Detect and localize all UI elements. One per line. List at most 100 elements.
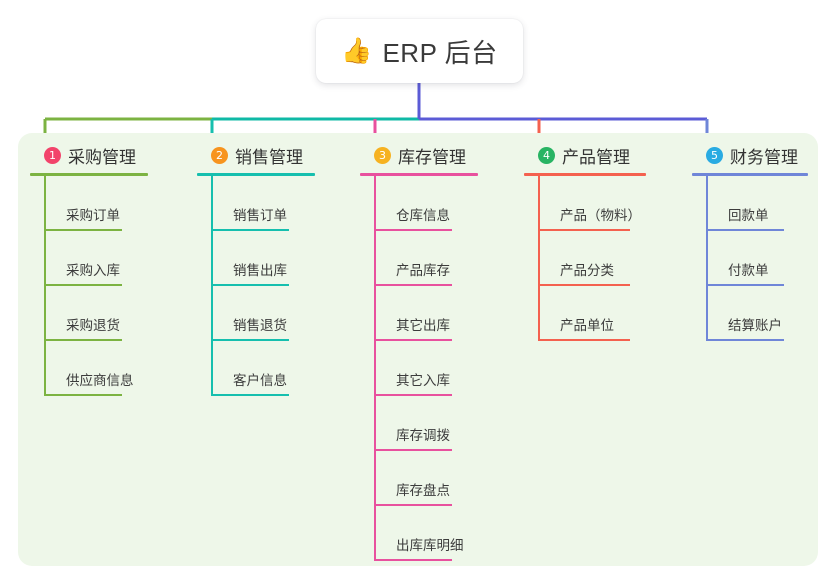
leaf-rule [211, 394, 289, 396]
leaf-spine-1 [44, 176, 46, 396]
leaf-rule [374, 504, 452, 506]
leaf-item[interactable]: 采购退货 [30, 286, 180, 341]
column-title-2: 销售管理 [235, 147, 303, 167]
leaf-label: 产品（物料） [560, 208, 641, 223]
leaf-item[interactable]: 其它入库 [360, 341, 510, 396]
leaf-rule [374, 284, 452, 286]
leaf-item[interactable]: 库存调拨 [360, 396, 510, 451]
leaf-rule [374, 449, 452, 451]
leaf-rule [44, 394, 122, 396]
leaf-label: 产品分类 [560, 263, 614, 278]
column-header-4[interactable]: 4 产品管理 [524, 142, 684, 168]
leaf-rule [374, 339, 452, 341]
leaf-rule [44, 339, 122, 341]
leaf-label: 库存盘点 [396, 483, 450, 498]
column-title-3: 库存管理 [398, 147, 466, 167]
leaf-label: 供应商信息 [66, 373, 134, 388]
column-rule-4 [524, 173, 646, 176]
thumbs-up-icon: 👍 [341, 36, 373, 65]
leaf-list-3: 仓库信息产品库存其它出库其它入库库存调拨库存盘点出库库明细 [360, 176, 510, 561]
leaf-label: 销售订单 [233, 208, 287, 223]
column-3: 3 库存管理仓库信息产品库存其它出库其它入库库存调拨库存盘点出库库明细 [360, 142, 510, 561]
column-title-4: 产品管理 [562, 147, 630, 167]
leaf-label: 产品单位 [560, 318, 614, 333]
leaf-rule [538, 339, 630, 341]
leaf-rule [374, 394, 452, 396]
leaf-label: 客户信息 [233, 373, 287, 388]
leaf-label: 出库库明细 [396, 538, 464, 553]
column-5: 5 财务管理回款单付款单结算账户 [692, 142, 822, 341]
leaf-item[interactable]: 采购订单 [30, 176, 180, 231]
leaf-item[interactable]: 付款单 [692, 231, 822, 286]
leaf-rule [211, 284, 289, 286]
leaf-item[interactable]: 销售订单 [197, 176, 347, 231]
leaf-label: 仓库信息 [396, 208, 450, 223]
leaf-spine-2 [211, 176, 213, 396]
leaf-list-5: 回款单付款单结算账户 [692, 176, 822, 341]
column-badge-3: 3 [374, 146, 391, 164]
leaf-label: 销售出库 [233, 263, 287, 278]
leaf-item[interactable]: 仓库信息 [360, 176, 510, 231]
column-rule-1 [30, 173, 148, 176]
leaf-item[interactable]: 结算账户 [692, 286, 822, 341]
leaf-item[interactable]: 库存盘点 [360, 451, 510, 506]
leaf-label: 其它出库 [396, 318, 450, 333]
leaf-item[interactable]: 回款单 [692, 176, 822, 231]
leaf-label: 库存调拨 [396, 428, 450, 443]
leaf-item[interactable]: 销售退货 [197, 286, 347, 341]
leaf-label: 采购退货 [66, 318, 120, 333]
leaf-label: 采购入库 [66, 263, 120, 278]
leaf-item[interactable]: 产品（物料） [524, 176, 684, 231]
column-header-3[interactable]: 3 库存管理 [360, 142, 510, 168]
root-node[interactable]: 👍 ERP 后台 [316, 19, 523, 83]
leaf-item[interactable]: 采购入库 [30, 231, 180, 286]
leaf-item[interactable]: 产品分类 [524, 231, 684, 286]
column-header-1[interactable]: 1 采购管理 [30, 142, 180, 168]
diagram-panel [18, 133, 818, 566]
leaf-rule [44, 229, 122, 231]
leaf-label: 结算账户 [728, 318, 782, 333]
leaf-label: 销售退货 [233, 318, 287, 333]
root-title: ERP 后台 [382, 37, 498, 68]
leaf-item[interactable]: 供应商信息 [30, 341, 180, 396]
leaf-item[interactable]: 产品单位 [524, 286, 684, 341]
leaf-list-1: 采购订单采购入库采购退货供应商信息 [30, 176, 180, 396]
column-rule-2 [197, 173, 315, 176]
leaf-rule [706, 229, 784, 231]
leaf-spine-4 [538, 176, 540, 341]
column-2: 2 销售管理销售订单销售出库销售退货客户信息 [197, 142, 347, 396]
leaf-label: 回款单 [728, 208, 769, 223]
column-1: 1 采购管理采购订单采购入库采购退货供应商信息 [30, 142, 180, 396]
column-badge-2: 2 [211, 146, 228, 164]
column-header-5[interactable]: 5 财务管理 [692, 142, 822, 168]
leaf-item[interactable]: 客户信息 [197, 341, 347, 396]
leaf-rule [706, 339, 784, 341]
leaf-spine-5 [706, 176, 708, 341]
leaf-rule [538, 284, 630, 286]
column-badge-5: 5 [706, 146, 723, 164]
column-rule-3 [360, 173, 478, 176]
leaf-item[interactable]: 销售出库 [197, 231, 347, 286]
column-title-5: 财务管理 [730, 147, 798, 167]
leaf-item[interactable]: 出库库明细 [360, 506, 510, 561]
column-4: 4 产品管理产品（物料） 产品分类产品单位 [524, 142, 684, 341]
leaf-rule [374, 559, 452, 561]
leaf-list-4: 产品（物料） 产品分类产品单位 [524, 176, 684, 341]
leaf-item[interactable]: 产品库存 [360, 231, 510, 286]
leaf-rule [44, 284, 122, 286]
leaf-label: 产品库存 [396, 263, 450, 278]
leaf-list-2: 销售订单销售出库销售退货客户信息 [197, 176, 347, 396]
leaf-item[interactable]: 其它出库 [360, 286, 510, 341]
leaf-label: 其它入库 [396, 373, 450, 388]
column-header-2[interactable]: 2 销售管理 [197, 142, 347, 168]
leaf-spine-3 [374, 176, 376, 561]
leaf-rule [211, 229, 289, 231]
leaf-label: 付款单 [728, 263, 769, 278]
leaf-rule [706, 284, 784, 286]
column-title-1: 采购管理 [68, 147, 136, 167]
column-badge-1: 1 [44, 146, 61, 164]
column-rule-5 [692, 173, 808, 176]
column-badge-4: 4 [538, 146, 555, 164]
leaf-rule [538, 229, 630, 231]
leaf-rule [374, 229, 452, 231]
